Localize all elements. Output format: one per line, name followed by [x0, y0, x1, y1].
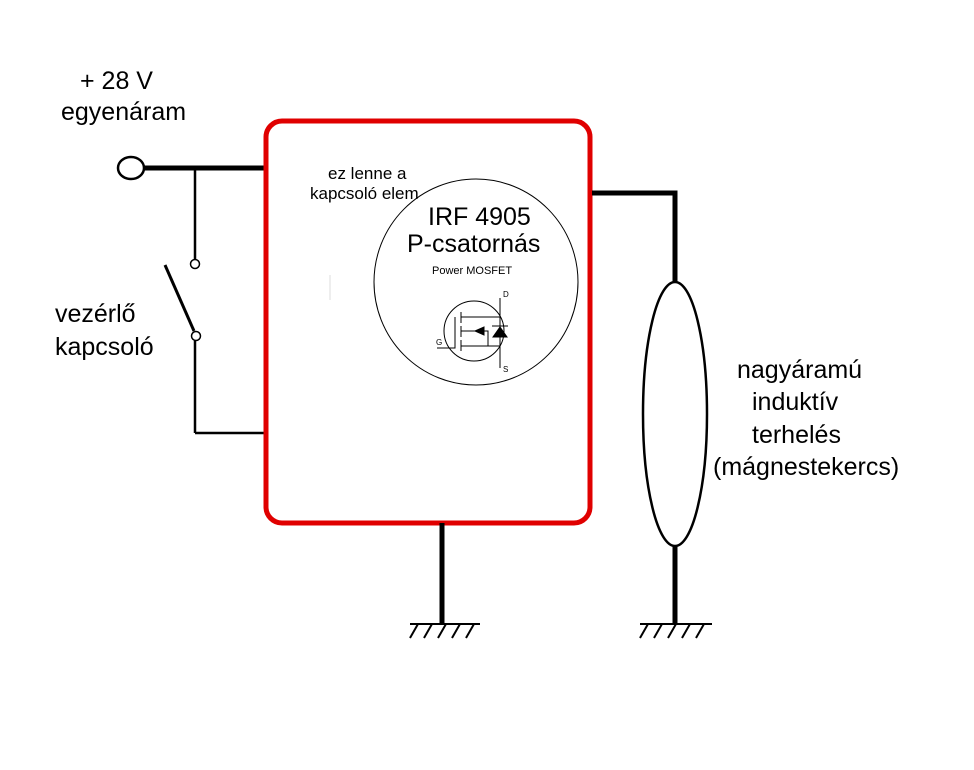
switch-icon [163, 264, 196, 332]
supply-voltage-label: + 28 V [80, 67, 153, 95]
control-switch-label-line2: kapcsoló [55, 333, 154, 361]
pin-label-source: S [503, 365, 509, 374]
control-switch-label-line1: vezérlő [55, 300, 136, 328]
supply-terminal-icon [116, 155, 146, 181]
switch-contact-bottom [190, 330, 202, 342]
load-label-line4: (mágnestekercs) [713, 453, 900, 481]
ground-icon [639, 623, 712, 639]
switch-contact-top [189, 258, 201, 270]
part-type-label: P-csatornás [407, 230, 541, 258]
load-label-line3: terhelés [752, 421, 841, 449]
module-note-line2: kapcsoló elem [310, 184, 419, 203]
mosfet-symbol-icon [437, 298, 508, 368]
pin-label-gate: G [436, 338, 443, 347]
load-label-line1: nagyáramú [737, 356, 863, 384]
ground-icon [409, 623, 480, 639]
part-class-label: Power MOSFET [432, 265, 513, 277]
pin-label-drain: D [503, 290, 509, 299]
output-wire [592, 190, 678, 282]
part-number-label: IRF 4905 [428, 203, 531, 231]
coil-icon [641, 280, 709, 548]
mosfet-highlight-circle [373, 178, 579, 386]
load-label-line2: induktív [752, 388, 839, 416]
switching-module-box [263, 118, 593, 526]
module-note-line1: ez lenne a [328, 164, 407, 183]
supply-type-label: egyenáram [61, 98, 187, 126]
